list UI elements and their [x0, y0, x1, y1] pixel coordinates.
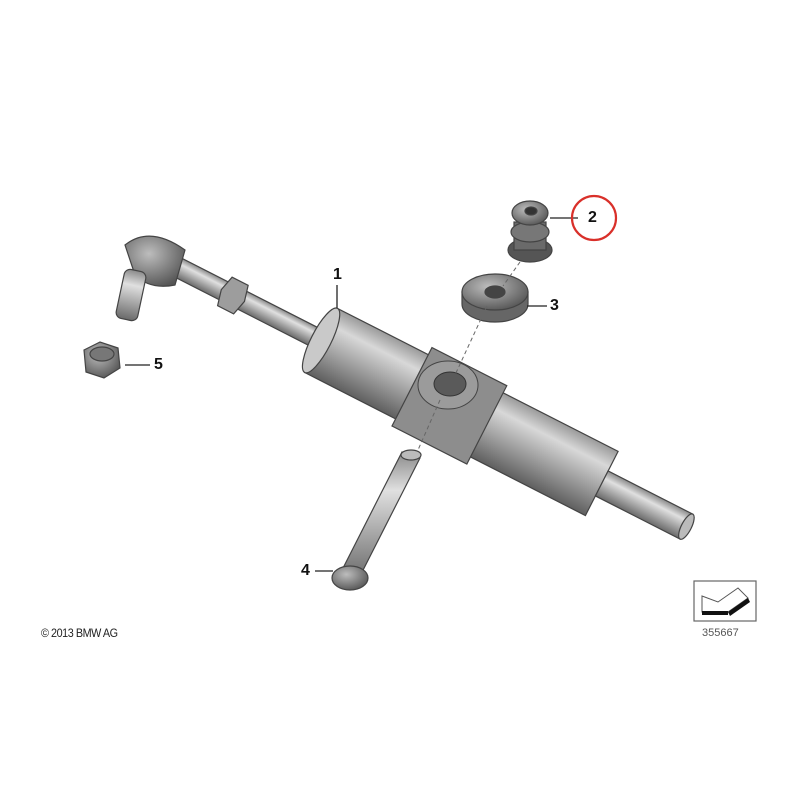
callout-5: 5: [154, 356, 163, 373]
rubber-grommet: [507, 200, 553, 263]
callout-1: 1: [333, 266, 342, 283]
hex-nut: [83, 341, 121, 379]
highlight-circle: [570, 194, 618, 242]
bolt: [331, 449, 422, 591]
leader-lines: [125, 217, 578, 572]
assembly-lines: [417, 261, 521, 451]
ball-joint: [115, 235, 186, 322]
callout-4: 4: [301, 562, 310, 579]
callout-2: 2: [588, 209, 597, 226]
document-number: 355667: [702, 627, 739, 639]
arrow-box-icon: [693, 580, 757, 622]
copyright-text: © 2013 BMW AG: [41, 626, 118, 640]
callout-3: 3: [550, 297, 559, 314]
washer: [461, 273, 529, 323]
